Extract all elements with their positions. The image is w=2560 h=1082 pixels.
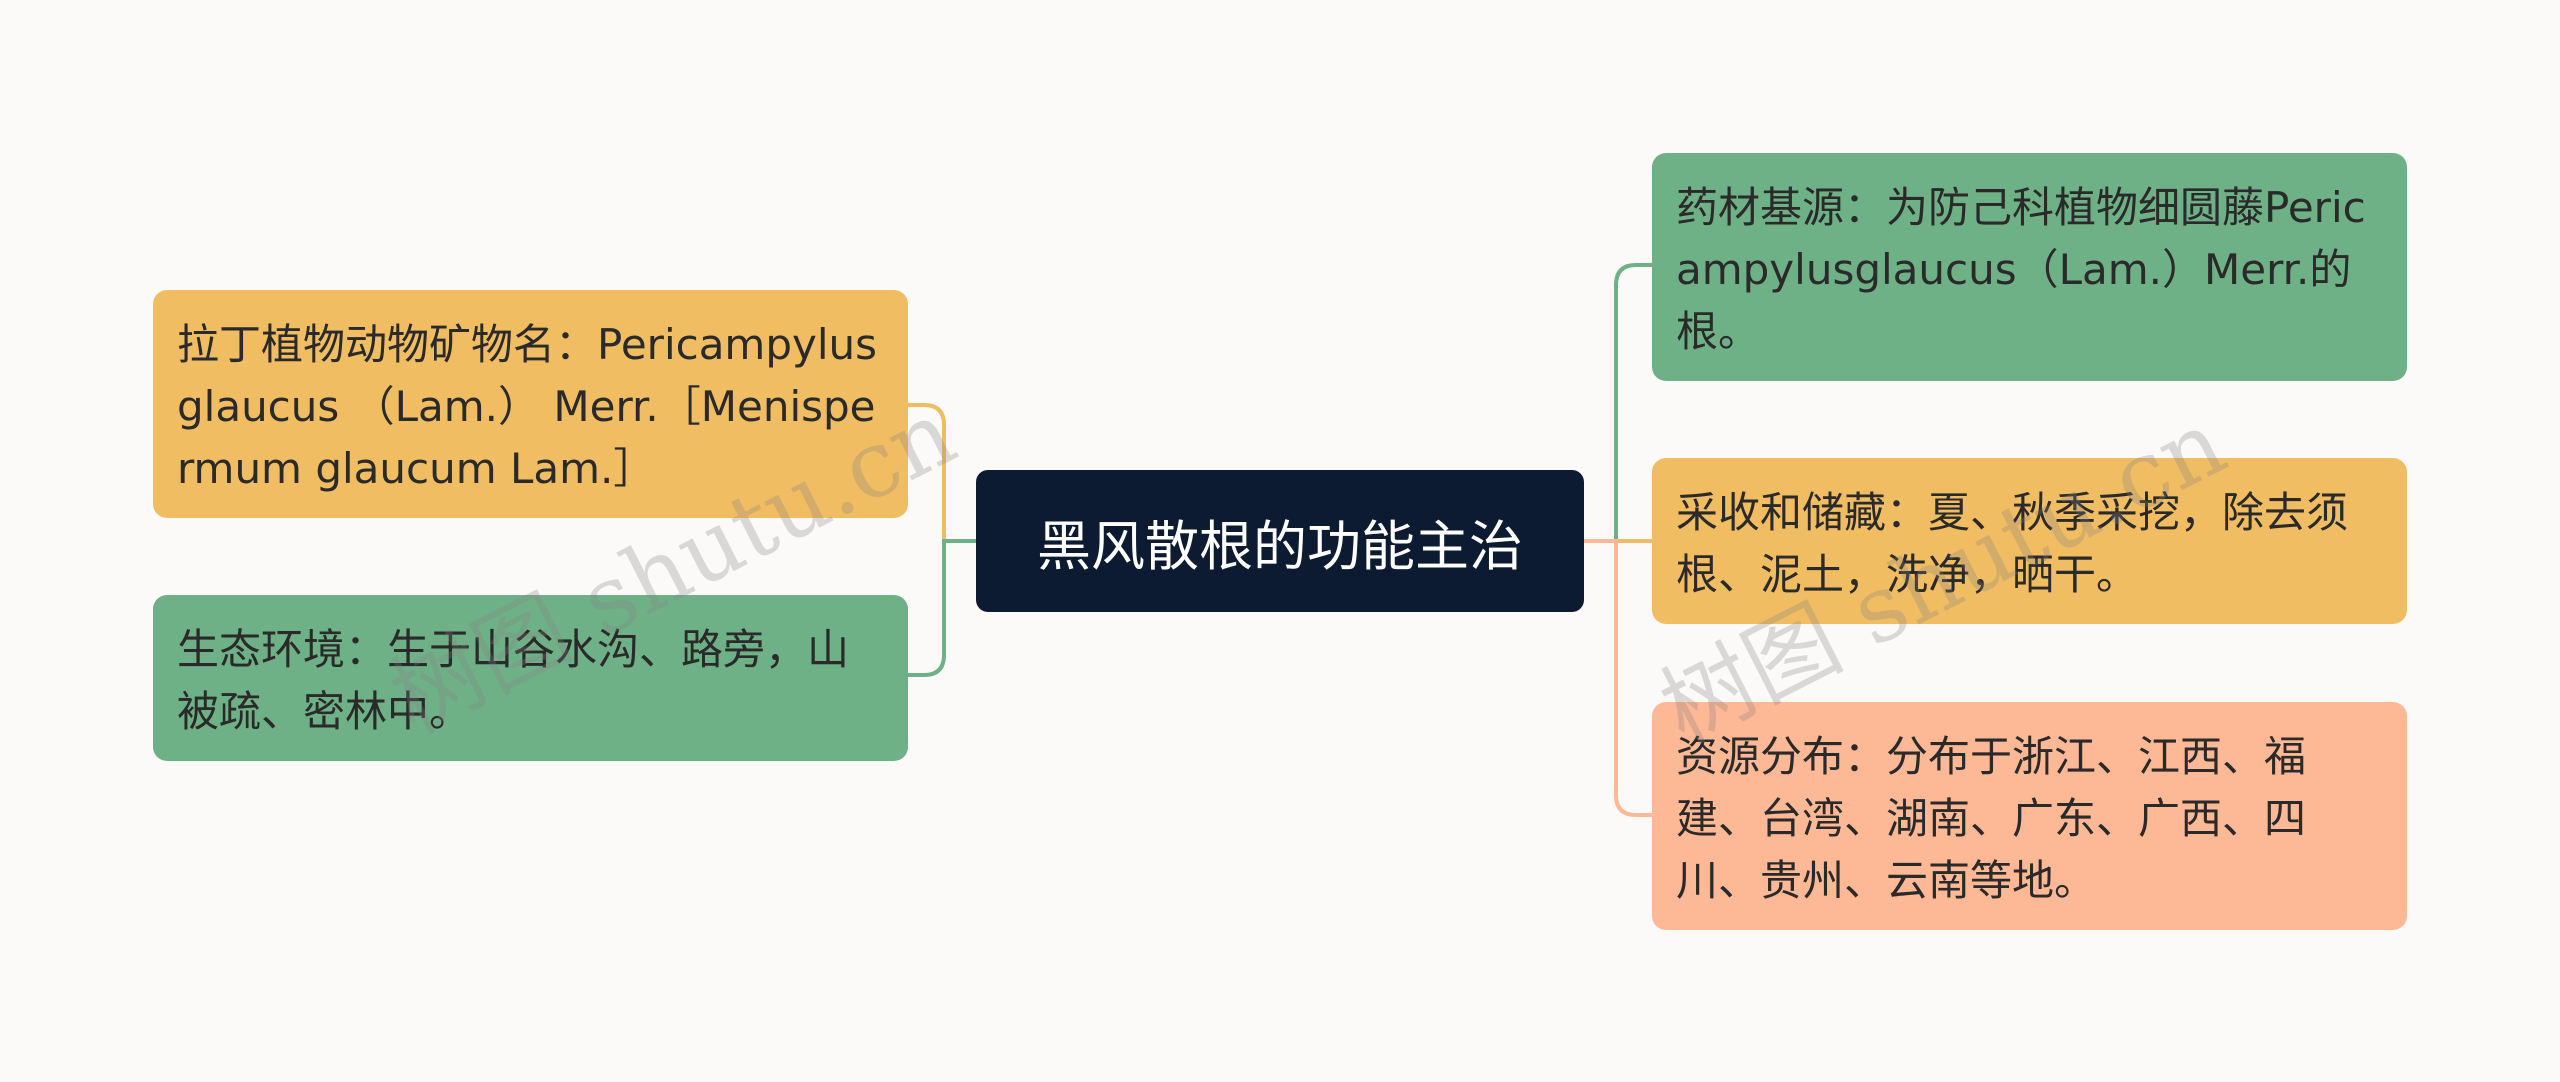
right-node-distribution-text: 资源分布：分布于浙江、江西、福建、台湾、湖南、广东、广西、四川、贵州、云南等地。 — [1676, 732, 2307, 905]
connector-left-1 — [908, 403, 976, 543]
connector-right-1 — [1584, 263, 1652, 543]
central-topic[interactable]: 黑风散根的功能主治 — [976, 470, 1584, 612]
right-node-harvest-storage[interactable]: 采收和储藏：夏、秋季采挖，除去须根、泥土，洗净，晒干。 — [1652, 458, 2407, 624]
right-node-harvest-storage-text: 采收和储藏：夏、秋季采挖，除去须根、泥土，洗净，晒干。 — [1676, 488, 2349, 599]
left-node-latin-name-text: 拉丁植物动物矿物名：Pericampylus glaucus （Lam.） Me… — [177, 320, 878, 493]
left-node-latin-name[interactable]: 拉丁植物动物矿物名：Pericampylus glaucus （Lam.） Me… — [153, 290, 908, 518]
connector-left-2 — [908, 539, 976, 677]
left-node-habitat[interactable]: 生态环境：生于山谷水沟、路旁，山被疏、密林中。 — [153, 595, 908, 761]
connector-right-3 — [1584, 539, 1652, 817]
right-node-source-text: 药材基源：为防己科植物细圆藤Pericampylusglaucus（Lam.）M… — [1676, 183, 2366, 356]
right-node-source[interactable]: 药材基源：为防己科植物细圆藤Pericampylusglaucus（Lam.）M… — [1652, 153, 2407, 381]
central-topic-title: 黑风散根的功能主治 — [1037, 514, 1523, 578]
right-node-distribution[interactable]: 资源分布：分布于浙江、江西、福建、台湾、湖南、广东、广西、四川、贵州、云南等地。 — [1652, 702, 2407, 930]
left-node-habitat-text: 生态环境：生于山谷水沟、路旁，山被疏、密林中。 — [177, 625, 850, 736]
